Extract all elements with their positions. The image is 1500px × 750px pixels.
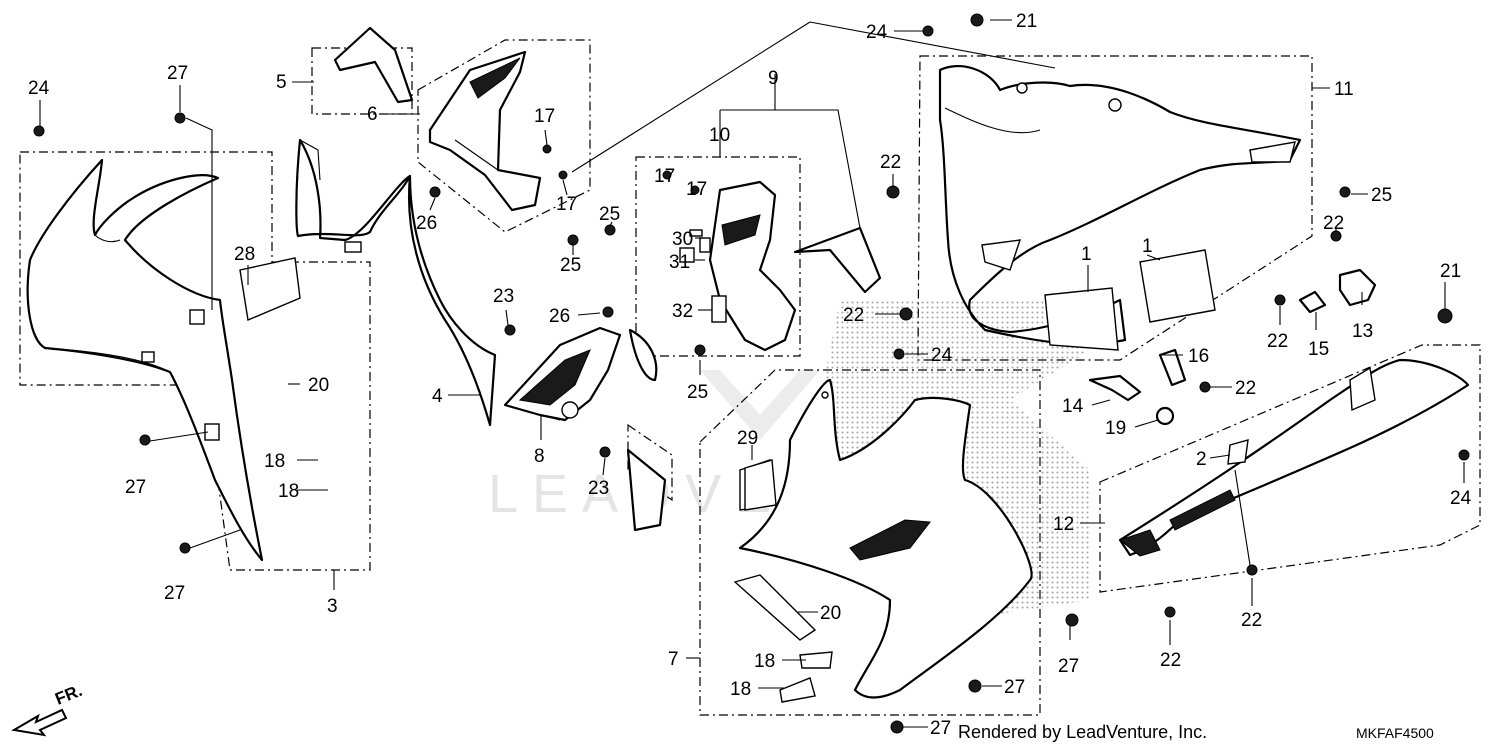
callout-17: 17 (654, 166, 675, 187)
callout-19: 19 (1105, 418, 1126, 439)
callout-24: 24 (866, 22, 888, 43)
callout-22: 22 (1323, 213, 1344, 234)
callout-10: 10 (709, 125, 730, 146)
callout-23: 23 (493, 286, 514, 307)
callout-13: 13 (1352, 321, 1373, 342)
callout-6: 6 (367, 104, 378, 125)
callout-12: 12 (1053, 514, 1074, 535)
callout-4: 4 (432, 386, 443, 407)
callout-27: 27 (1004, 677, 1025, 698)
callout-24: 24 (931, 345, 953, 366)
callout-18: 18 (278, 481, 299, 502)
callout-11: 11 (1334, 79, 1354, 100)
callout-29: 29 (737, 428, 758, 449)
callout-14: 14 (1062, 396, 1084, 417)
callout-22: 22 (843, 305, 864, 326)
callout-17: 17 (534, 106, 555, 127)
part-bracket-8 (503, 326, 667, 532)
part-inner-large-panel-11 (938, 65, 1302, 346)
callout-22: 22 (1160, 650, 1181, 671)
diagram-code: MKFAF4500 (1356, 725, 1434, 741)
callout-20: 20 (820, 603, 841, 624)
callout-25: 25 (560, 255, 581, 276)
callout-22: 22 (1235, 378, 1256, 399)
callout-18: 18 (264, 451, 285, 472)
callout-25: 25 (1371, 185, 1392, 206)
callout-26: 26 (416, 213, 437, 234)
callout-21: 21 (1016, 11, 1037, 32)
callout-17: 17 (556, 194, 577, 215)
part-upper-cowl-left (26, 158, 264, 562)
part-panel-5 (333, 26, 414, 104)
part-under-cowl-12 (1118, 358, 1470, 557)
callout-23: 23 (588, 478, 609, 499)
callout-3: 3 (327, 596, 338, 617)
callout-1: 1 (1081, 244, 1092, 265)
callout-5: 5 (276, 72, 287, 93)
front-direction-arrow: FR. (11, 681, 85, 737)
callout-16: 16 (1188, 346, 1209, 367)
part-middle-cowl-left-4 (295, 138, 497, 427)
callout-7: 7 (668, 649, 679, 670)
callout-18: 18 (730, 679, 751, 700)
part-label-1b (1139, 249, 1216, 323)
front-direction-label: FR. (52, 681, 85, 709)
callout-24: 24 (28, 78, 50, 99)
callout-18: 18 (754, 651, 775, 672)
part-inner-panel-10 (679, 180, 882, 352)
group-box-10 (635, 156, 801, 357)
callout-9: 9 (768, 68, 779, 89)
callout-27: 27 (930, 718, 951, 739)
callout-27: 27 (1058, 656, 1079, 677)
callout-32: 32 (672, 301, 693, 322)
callout-27: 27 (164, 583, 185, 604)
callout-27: 27 (167, 63, 188, 84)
callout-2: 2 (1196, 449, 1207, 470)
callout-30: 30 (672, 229, 693, 250)
callout-1: 1 (1142, 236, 1153, 257)
callout-31: 31 (669, 252, 690, 273)
rendered-by-credit: Rendered by LeadVenture, Inc. (958, 722, 1207, 742)
callout-20: 20 (308, 375, 329, 396)
callout-22: 22 (1267, 331, 1288, 352)
part-label-1a (1044, 287, 1119, 351)
callout-25: 25 (599, 204, 620, 225)
callout-labels: 24 27 5 6 17 17 26 25 28 23 20 4 18 18 2… (28, 11, 1472, 739)
callout-22: 22 (1241, 610, 1262, 631)
callout-17: 17 (686, 179, 707, 200)
callout-8: 8 (534, 446, 545, 467)
group-box-6-duct (417, 39, 591, 233)
group-boxes (19, 39, 1481, 716)
small-brackets (239, 257, 1377, 511)
callout-24: 24 (1450, 488, 1472, 509)
group-box-12 (1099, 344, 1481, 593)
callout-26: 26 (549, 306, 570, 327)
callout-22: 22 (880, 152, 901, 173)
part-air-duct-6 (428, 50, 542, 212)
callout-15: 15 (1308, 339, 1329, 360)
group-box-3 (19, 151, 371, 571)
group-box-11 (917, 55, 1313, 361)
callout-27: 27 (125, 477, 146, 498)
callout-25: 25 (687, 382, 708, 403)
leader-lines (39, 19, 1465, 728)
callout-28: 28 (234, 244, 255, 265)
fasteners (33, 13, 1470, 734)
callout-21: 21 (1440, 261, 1461, 282)
